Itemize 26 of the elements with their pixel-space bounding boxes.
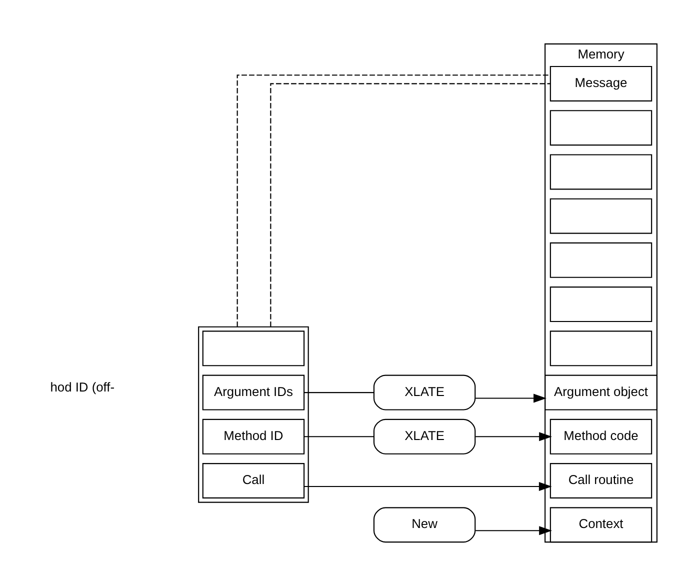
node-box: Call routine: [550, 463, 652, 499]
node-box: [202, 330, 305, 366]
cluster: [198, 326, 309, 503]
arrow: [476, 526, 552, 536]
arrow: [476, 432, 552, 442]
connector: [304, 436, 374, 438]
connector: [304, 392, 374, 394]
node-box: [550, 286, 652, 322]
node-box: Context: [550, 507, 652, 543]
arrow: [304, 482, 552, 492]
node-box: Message: [550, 66, 652, 102]
node-box: Argument object: [544, 374, 658, 410]
node-box: [550, 198, 652, 234]
node-box: [550, 110, 652, 146]
node-box: [550, 154, 652, 190]
node-box: Method ID: [202, 418, 305, 454]
node-box: Argument IDs: [202, 374, 305, 410]
arrow: [476, 394, 546, 403]
node-box: [550, 242, 652, 278]
node-box: New: [373, 507, 476, 543]
label: hod ID (off-: [50, 380, 115, 395]
node-box: XLATE: [373, 374, 476, 410]
node-box: Method code: [550, 418, 652, 454]
node-box: Call: [202, 463, 305, 499]
node-box: [550, 330, 652, 366]
node-box: XLATE: [373, 418, 476, 454]
